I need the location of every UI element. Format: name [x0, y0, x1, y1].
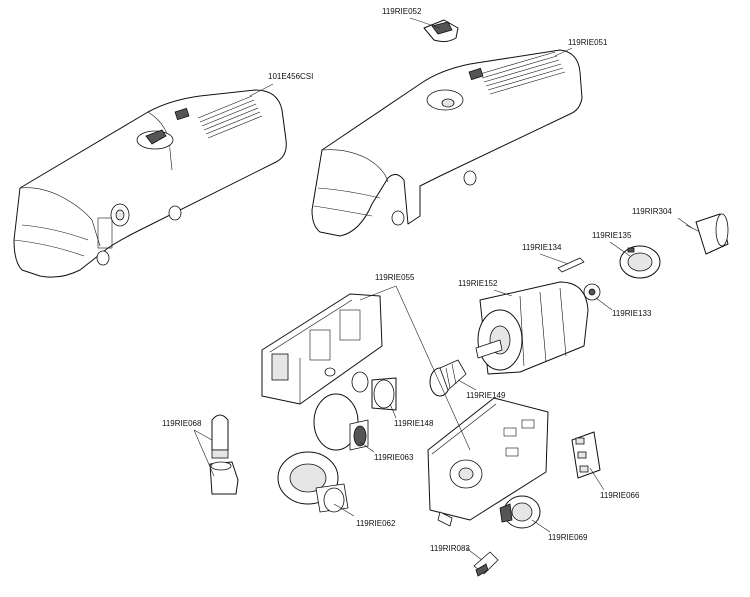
knob-part — [423, 19, 459, 43]
label-shaft-bearing: 119RIE148 — [394, 419, 434, 428]
label-cover-right: 119RIE051 — [568, 38, 608, 47]
motor-part — [475, 281, 589, 375]
cover-right-vent-icon — [479, 51, 566, 95]
cover-left-part — [13, 89, 287, 278]
ring-part — [499, 495, 541, 529]
bulb-holder-part — [209, 461, 239, 495]
upper-housing-part — [261, 293, 383, 405]
key-part — [473, 551, 499, 577]
encoder-housing-part — [619, 245, 661, 279]
cover-left-vent-icon — [197, 95, 263, 139]
label-knob: 119RIE052 — [382, 7, 422, 16]
cover-left-knob-icon — [136, 129, 174, 150]
capacitor-part — [685, 213, 729, 255]
label-final-gear: 119RIE062 — [356, 519, 396, 528]
terminal-block-part — [571, 431, 601, 479]
small-gear-part — [583, 283, 601, 301]
label-capacitor: 119RIR304 — [632, 207, 672, 216]
label-terminal-block: 119RIE066 — [600, 491, 640, 500]
label-pin: 119RIE134 — [522, 243, 562, 252]
cover-right-knob-socket-icon — [426, 89, 464, 111]
worm-gear-part — [429, 359, 467, 397]
label-worm-gear: 119RIE149 — [466, 391, 506, 400]
label-ring: 119RIE069 — [548, 533, 588, 542]
label-wheel-bearing: 119RIE063 — [374, 453, 414, 462]
shaft-bearing-part — [351, 371, 397, 411]
label-key: 119RIR083 — [430, 544, 470, 553]
final-gear-part — [277, 451, 349, 513]
part-labels: 119RIE052 119RIE051 101E456CSI 119RIR304… — [162, 7, 672, 553]
cover-right-part — [311, 49, 583, 237]
label-small-gear: 119RIE133 — [612, 309, 652, 318]
wheel-bearing-part — [313, 393, 369, 451]
bulb-part — [211, 414, 229, 459]
label-encoder-housing: 119RIE135 — [592, 231, 632, 240]
label-motor: 119RIE152 — [458, 279, 498, 288]
label-upper-housing: 119RIE055 — [375, 273, 415, 282]
pin-part — [557, 257, 585, 273]
leader-lines — [193, 17, 693, 561]
label-bulb: 119RIE068 — [162, 419, 202, 428]
label-cover-left: 101E456CSI — [268, 72, 313, 81]
lower-gearbox-part — [427, 397, 549, 527]
